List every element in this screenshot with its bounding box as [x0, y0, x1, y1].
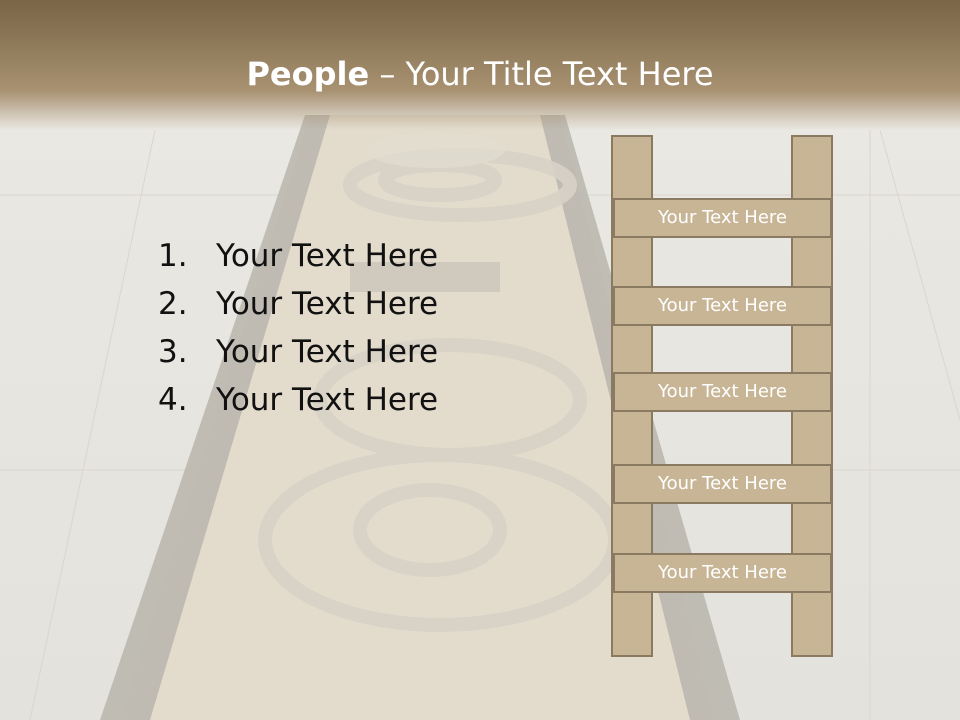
list-item-number: 3. — [158, 334, 188, 370]
list-item-number: 2. — [158, 286, 188, 322]
list-item: 3. Your Text Here — [158, 328, 438, 376]
ladder-rung: Your Text Here — [613, 372, 832, 412]
ladder-rung: Your Text Here — [613, 464, 832, 504]
title-band — [0, 0, 960, 130]
ladder-rung: Your Text Here — [613, 198, 832, 238]
list-item-number: 1. — [158, 238, 188, 274]
list-item-text: Your Text Here — [216, 382, 439, 418]
slide-title: People – Your Title Text Here — [0, 54, 960, 94]
list-item-text: Your Text Here — [216, 238, 439, 274]
list-item: 1. Your Text Here — [158, 232, 438, 280]
list-item: 2. Your Text Here — [158, 280, 438, 328]
ladder-rung: Your Text Here — [613, 553, 832, 593]
title-rest-part: – Your Title Text Here — [369, 55, 714, 93]
title-bold-part: People — [246, 55, 370, 93]
list-item-text: Your Text Here — [216, 334, 439, 370]
list-item-text: Your Text Here — [216, 286, 439, 322]
ladder-rung: Your Text Here — [613, 286, 832, 326]
numbered-list: 1. Your Text Here 2. Your Text Here 3. Your… — [158, 232, 438, 424]
list-item-number: 4. — [158, 382, 188, 418]
list-item: 4. Your Text Here — [158, 376, 438, 424]
